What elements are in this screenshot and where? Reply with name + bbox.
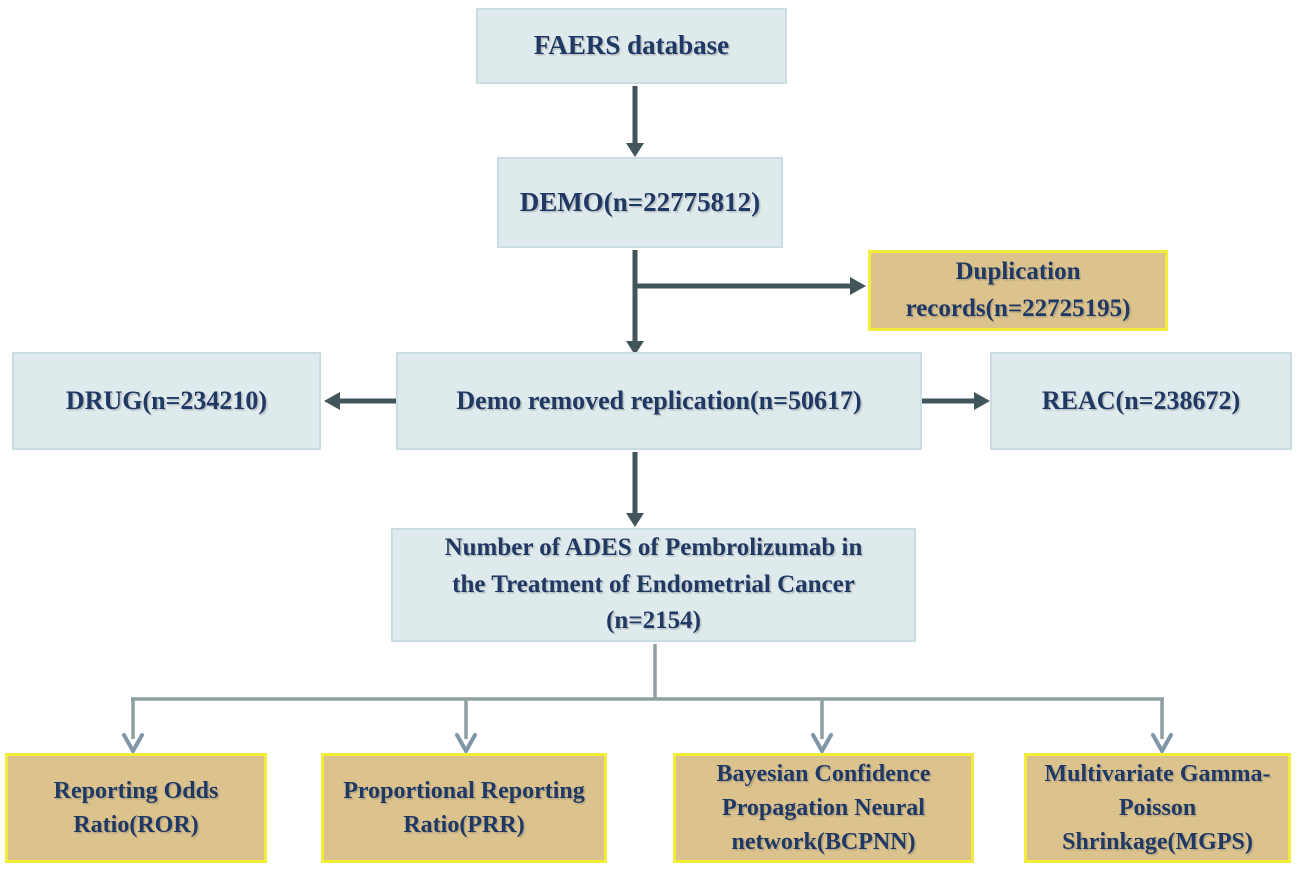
node-label: Number of ADES of Pembrolizumab in the T… (444, 534, 863, 635)
node-drug: DRUG(n=234210) (12, 352, 321, 450)
node-prr: Proportional Reporting Ratio(PRR) (321, 753, 607, 863)
node-label: Proportional Reporting Ratio(PRR) (343, 777, 585, 838)
node-label: DRUG(n=234210) (65, 386, 268, 416)
node-label: Reporting Odds Ratio(ROR) (53, 777, 219, 838)
node-faers-database: FAERS database (476, 8, 787, 84)
node-label: Demo removed replication(n=50617) (456, 386, 862, 416)
arrowhead-faers-to-demo (626, 143, 644, 157)
tree-arrowhead-bcpnn (811, 733, 833, 756)
arrowhead-to-duplication-records (850, 277, 866, 295)
tree-arrowhead-ror (122, 733, 144, 756)
node-ades-count: Number of ADES of Pembrolizumab in the T… (391, 528, 916, 642)
node-demo-removed-replication: Demo removed replication(n=50617) (396, 352, 922, 450)
arrowhead-to-drug (324, 392, 340, 410)
arrowhead-to-reac (974, 392, 990, 410)
node-demo: DEMO(n=22775812) (497, 157, 783, 248)
node-label: DEMO(n=22775812) (519, 186, 761, 217)
node-label: Duplication records(n=22725195) (905, 258, 1131, 322)
tree-arrowhead-prr (455, 733, 477, 756)
node-bcpnn: Bayesian Confidence Propagation Neural n… (673, 753, 974, 863)
node-duplication-records: Duplication records(n=22725195) (868, 250, 1168, 331)
node-label: Bayesian Confidence Propagation Neural n… (716, 760, 931, 856)
node-label: Multivariate Gamma- Poisson Shrinkage(MG… (1044, 760, 1271, 856)
node-mgps: Multivariate Gamma- Poisson Shrinkage(MG… (1024, 753, 1291, 863)
node-ror: Reporting Odds Ratio(ROR) (5, 753, 267, 863)
arrowhead-removed-to-ades (626, 513, 644, 527)
node-label: REAC(n=238672) (1041, 386, 1241, 416)
node-label: FAERS database (533, 30, 730, 61)
tree-arrowhead-mgps (1151, 733, 1173, 756)
node-reac: REAC(n=238672) (990, 352, 1292, 450)
